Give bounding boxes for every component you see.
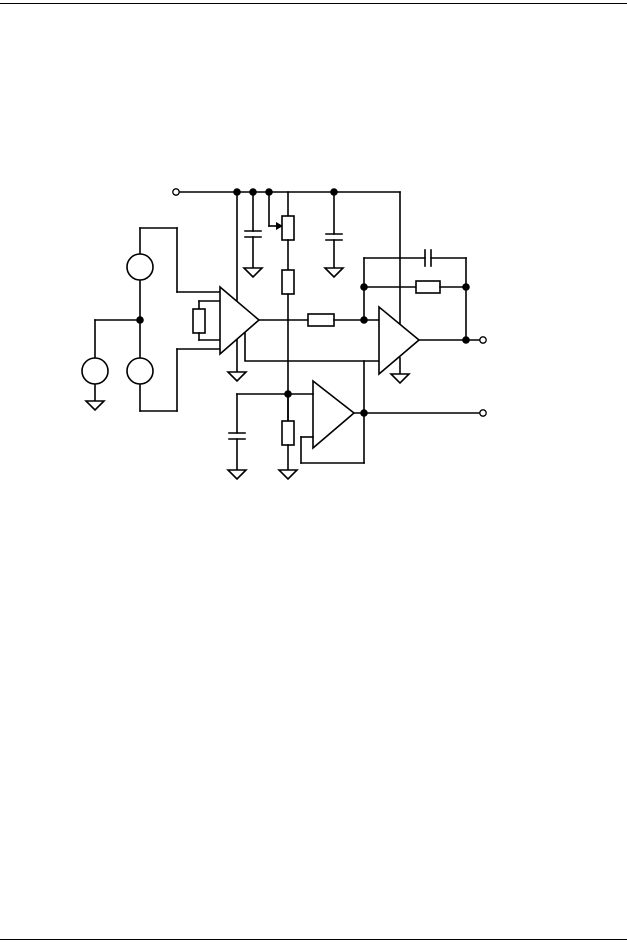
ground-symbol <box>226 469 248 481</box>
supply-rail <box>179 191 401 331</box>
junction-node <box>136 316 144 324</box>
sensor-bridge <box>94 227 221 412</box>
sensor-element-upper <box>126 253 154 281</box>
excitation-source <box>81 357 109 385</box>
capacitor-c2 <box>325 191 343 269</box>
ground-symbol <box>323 267 345 279</box>
supply-input-terminal <box>172 188 180 196</box>
junction-node <box>360 409 368 417</box>
reference-output-terminal <box>479 409 487 417</box>
ground-symbol <box>84 400 106 412</box>
reference-line <box>244 332 380 362</box>
signal-path <box>258 313 380 327</box>
junction-node <box>360 283 368 291</box>
instrumentation-amplifier <box>219 285 261 356</box>
ground-symbol <box>242 267 264 279</box>
junction-node <box>462 336 470 344</box>
junction-node <box>462 283 470 291</box>
capacitor-c1 <box>244 191 262 269</box>
header-rule <box>0 3 627 4</box>
trim-potentiometer <box>268 191 295 271</box>
buffer-amplifier <box>312 379 356 450</box>
footer-rule <box>0 939 627 940</box>
ground-symbol <box>226 371 248 383</box>
junction-node <box>284 390 292 398</box>
buffer-wiring <box>228 360 480 471</box>
gain-resistor <box>192 300 221 341</box>
ground-symbol <box>389 373 411 385</box>
signal-output-terminal <box>479 336 487 344</box>
ground-symbol <box>277 469 299 481</box>
output-amplifier <box>378 305 421 376</box>
sensor-element-lower <box>126 357 154 385</box>
wiper-arrow-icon <box>276 222 283 230</box>
